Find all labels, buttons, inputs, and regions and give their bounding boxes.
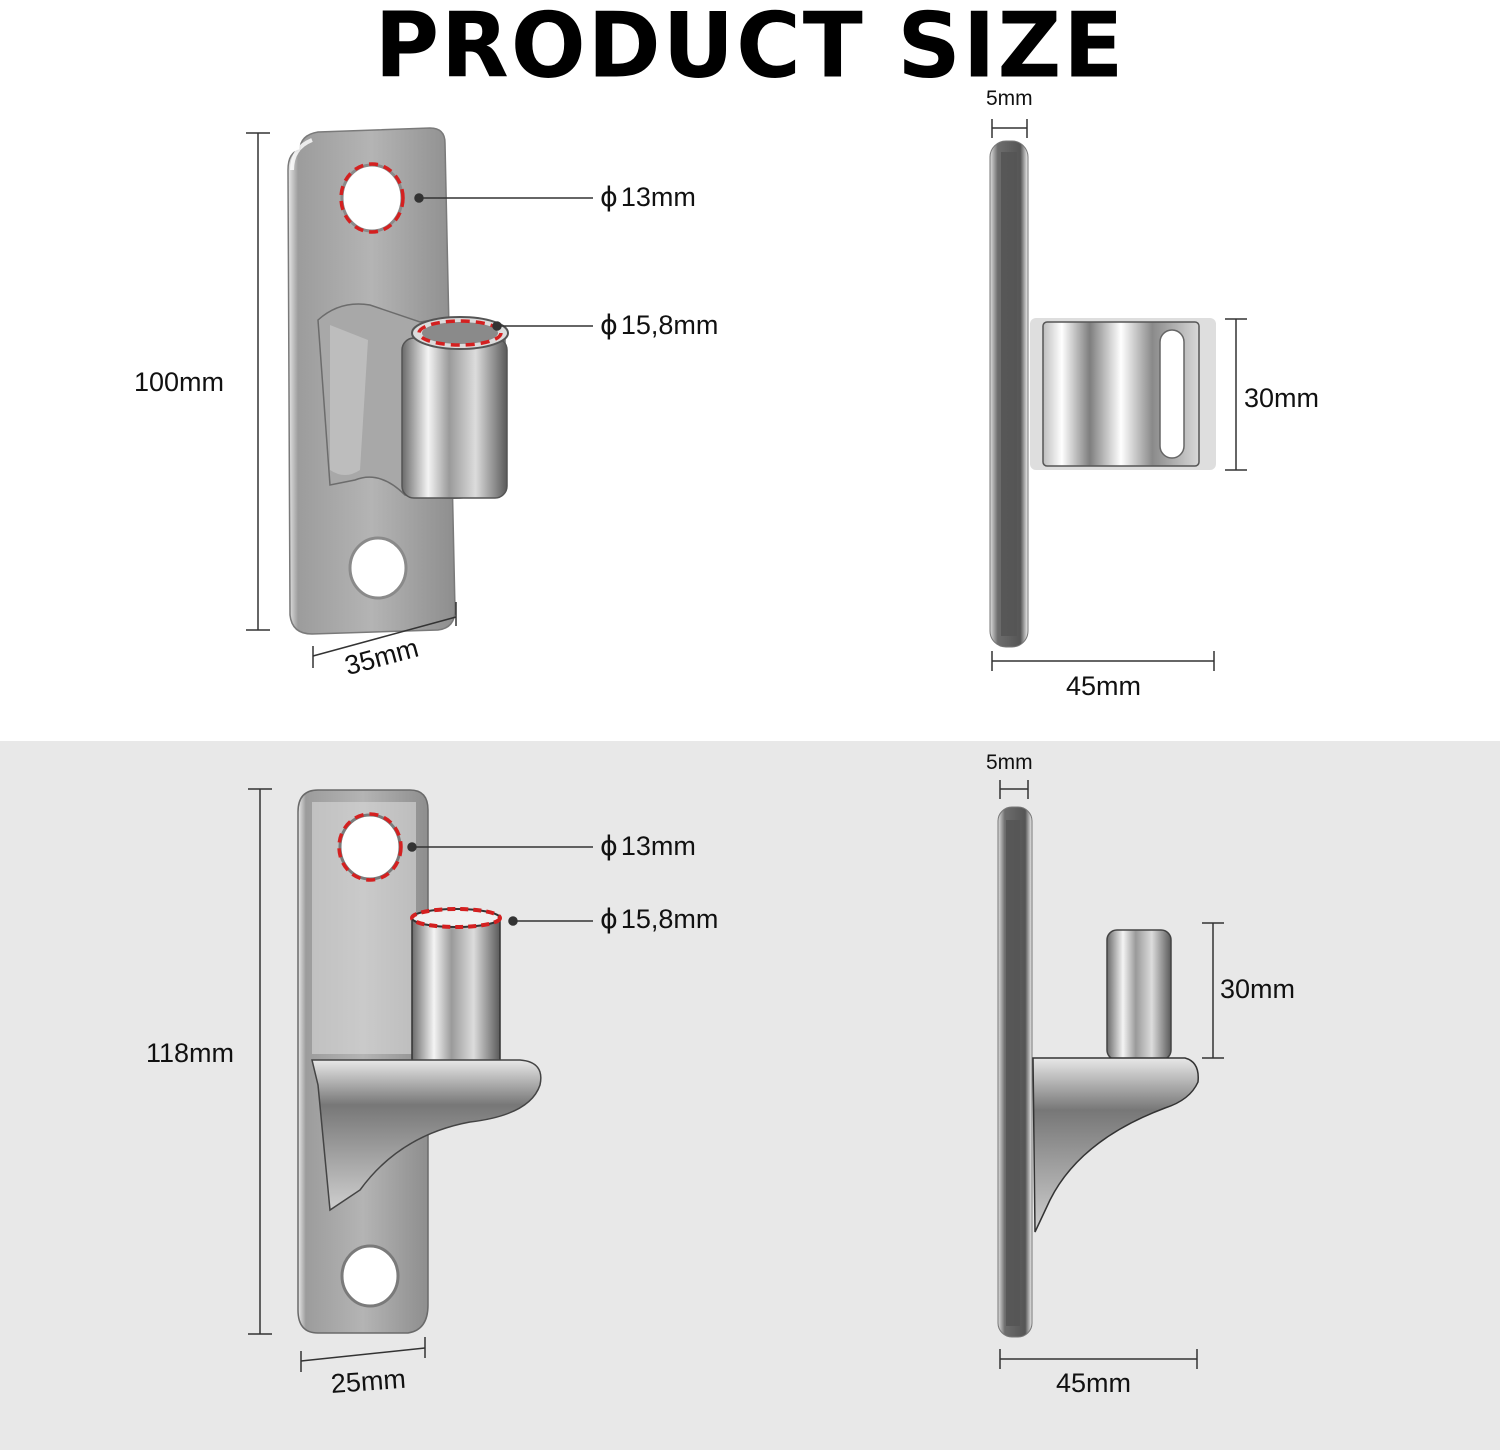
bracket-b-width-label: 25mm [329,1363,407,1399]
bracket-b-height-label: 118mm [146,1038,235,1068]
bracket-a-callout-leaders [414,193,593,331]
bracket-a-side-height-label: 30mm [1244,383,1320,413]
bracket-a-dimension-lines [246,132,457,668]
bracket-b-callout-leaders [407,842,593,926]
page-title: PRODUCT SIZE [374,0,1126,99]
bracket-b-side-height-label: 30mm [1220,974,1296,1004]
diameter-symbol-icon: ϕ [600,831,618,862]
bracket-a-depth-label: 45mm [1066,671,1142,701]
diameter-symbol-icon: ϕ [600,182,618,213]
bracket-a-hole-diameter: 13mm [620,182,696,212]
bracket-b-side-dimension-lines [999,780,1224,1369]
bracket-b-thickness-label: 5mm [986,751,1033,774]
bracket-b-hole-diameter: 13mm [620,831,696,861]
bracket-b-side-view [997,806,1199,1338]
bracket-a-socket-diameter: 15,8mm [620,310,719,340]
bracket-a-height-label: 100mm [134,367,225,397]
bracket-a-front-view [287,127,509,635]
bracket-b-front-view [297,789,542,1334]
bracket-a-side-view [989,140,1216,648]
bottom-product-panel [0,741,1500,1450]
bracket-b-dimension-lines [248,788,426,1372]
bracket-a-thickness-label: 5mm [986,87,1033,110]
top-product-panel [0,95,1500,740]
bracket-b-pin-diameter: 15,8mm [620,904,719,934]
bracket-b-depth-label: 45mm [1056,1368,1132,1398]
bracket-a-side-dimension-lines [991,119,1247,671]
diameter-symbol-icon: ϕ [600,904,618,935]
diameter-symbol-icon: ϕ [600,310,618,341]
